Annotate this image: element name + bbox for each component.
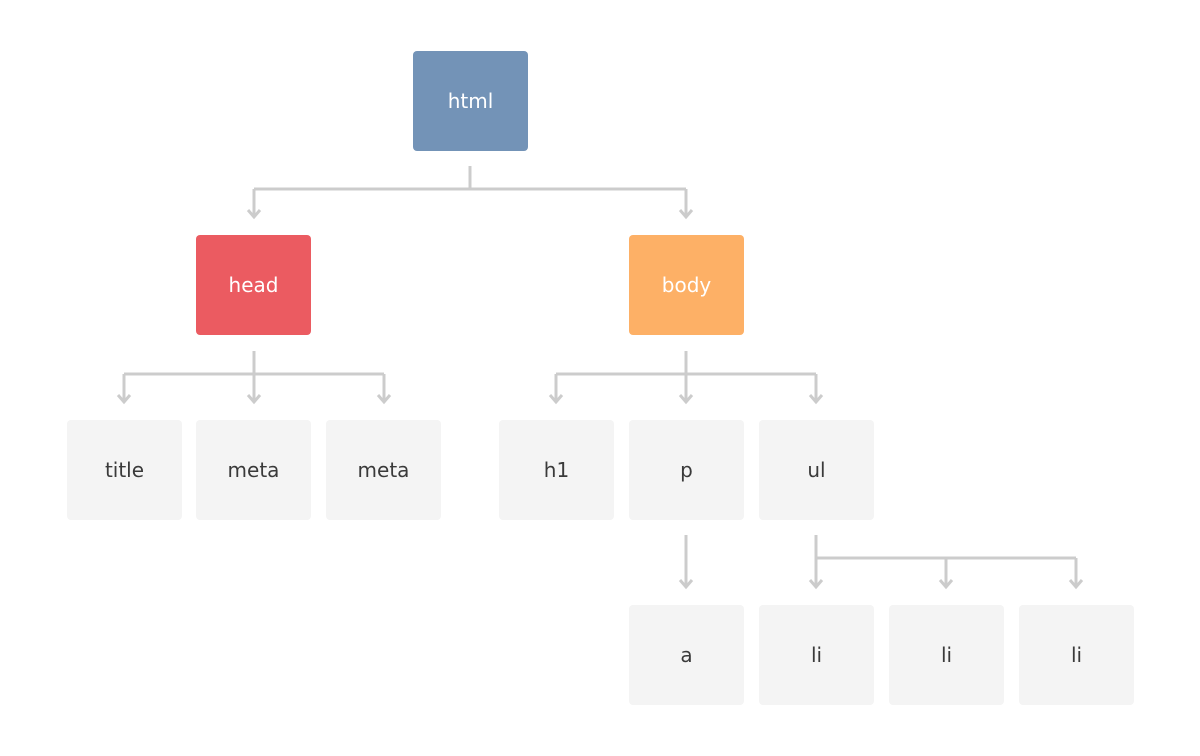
node-title-label: title [104,458,145,482]
node-html-label: html [447,89,494,113]
arrowhead-h1 [548,394,564,405]
node-p: p [629,420,744,520]
arrowhead-ul [808,394,824,405]
node-p-label: p [680,458,693,482]
arrowhead-p [678,394,694,405]
node-meta-2: meta [326,420,441,520]
node-li-2: li [889,605,1004,705]
arrowhead-li1 [808,579,824,590]
node-meta-1-label: meta [227,458,280,482]
arrowhead-meta2 [376,394,392,405]
node-ul: ul [759,420,874,520]
node-title: title [67,420,182,520]
arrowhead-li2 [938,579,954,590]
node-li-2-label: li [940,643,953,667]
node-h1: h1 [499,420,614,520]
node-li-1-label: li [810,643,823,667]
node-li-1: li [759,605,874,705]
node-meta-1: meta [196,420,311,520]
arrowhead-li3 [1068,579,1084,590]
arrowhead-meta1 [246,394,262,405]
arrowhead-title [116,394,132,405]
arrowhead-body [678,209,694,220]
node-a-label: a [680,643,693,667]
node-a: a [629,605,744,705]
node-li-3: li [1019,605,1134,705]
node-body-label: body [661,273,712,297]
node-head: head [196,235,311,335]
node-html: html [413,51,528,151]
node-head-label: head [228,273,279,297]
arrowhead-head [246,209,262,220]
node-li-3-label: li [1070,643,1083,667]
arrowhead-a [678,579,694,590]
node-body: body [629,235,744,335]
node-ul-label: ul [807,458,826,482]
node-h1-label: h1 [543,458,570,482]
node-meta-2-label: meta [357,458,410,482]
